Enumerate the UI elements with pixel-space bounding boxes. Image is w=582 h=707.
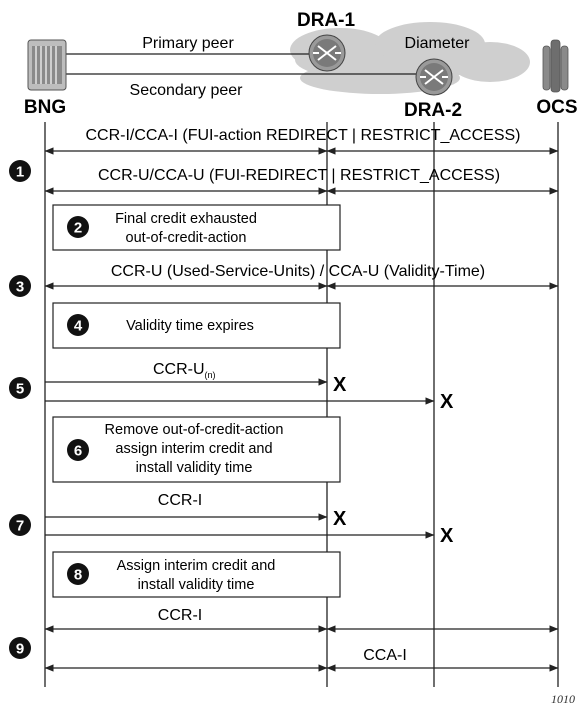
msg-ccr-i-initial-label: CCR-I/CCA-I (FUI-action REDIRECT | RESTR…: [85, 127, 520, 144]
step-8-badge: [67, 563, 89, 585]
box-6-line-3: install validity time: [136, 460, 253, 476]
step-4-number: 4: [74, 318, 83, 335]
step-8-number: 8: [74, 567, 82, 584]
bng-label: BNG: [24, 97, 66, 118]
box-final-credit-exhausted: [52, 204, 341, 251]
step-3-number: 3: [16, 279, 24, 296]
step-1-number: 1: [16, 164, 24, 181]
dra1-label: DRA-1: [297, 10, 355, 31]
msg-ccr-u-used-service-label: CCR-U (Used-Service-Units) / CCA-U (Vali…: [111, 263, 485, 280]
box-6-line-1: Remove out-of-credit-action: [105, 422, 284, 438]
step-7-number: 7: [16, 518, 24, 535]
failure-mark-dra2-step5: X: [440, 391, 454, 413]
step-2-number: 2: [74, 220, 82, 237]
msg-ccr-i-step7-label: CCR-I: [158, 492, 202, 509]
failure-mark-dra1-step7: X: [333, 508, 347, 530]
box-assign-interim-credit: [52, 551, 341, 598]
failure-mark-dra2-step7: X: [440, 525, 454, 547]
box-validity-time-expires: [52, 302, 341, 349]
step-2-badge: [67, 216, 89, 238]
box-remove-out-of-credit-action: [52, 416, 341, 483]
step-5-badge: [9, 377, 31, 399]
dra2-label: DRA-2: [404, 100, 462, 121]
step-9-badge: [9, 637, 31, 659]
ocs-server-icon: [542, 39, 569, 93]
step-6-number: 6: [74, 443, 82, 460]
dra1-router-icon: [308, 34, 346, 72]
primary-peer-label: Primary peer: [142, 35, 234, 52]
ocs-label: OCS: [536, 97, 577, 118]
box-2-line-2: out-of-credit-action: [126, 230, 247, 246]
box-6-line-2: assign interim credit and: [115, 441, 272, 457]
msg-ccr-u-fui-label: CCR-U/CCA-U (FUI-REDIRECT | RESTRICT_ACC…: [98, 167, 500, 184]
box-8-line-2: install validity time: [138, 577, 255, 593]
dra2-router-icon: [415, 58, 453, 96]
box-2-line-1: Final credit exhausted: [115, 211, 257, 227]
msg-ccr-i-step9-label: CCR-I: [158, 607, 202, 624]
box-8-line-1: Assign interim credit and: [117, 558, 276, 574]
step-9-number: 9: [16, 641, 24, 658]
figure-number: 1010: [551, 692, 575, 706]
step-7-badge: [9, 514, 31, 536]
step-6-badge: [67, 439, 89, 461]
step-4-badge: [67, 314, 89, 336]
diameter-label: Diameter: [405, 35, 471, 52]
step-5-number: 5: [16, 381, 24, 398]
box-4-line-1: Validity time expires: [126, 318, 254, 334]
failure-mark-dra1-step5: X: [333, 374, 347, 396]
secondary-peer-label: Secondary peer: [130, 82, 244, 99]
step-1-badge: [9, 160, 31, 182]
msg-cca-i-step9-label: CCA-I: [363, 647, 407, 664]
msg-ccr-u-n-label: CCR-U(n): [153, 361, 216, 380]
step-3-badge: [9, 275, 31, 297]
bng-icon: [27, 39, 67, 91]
